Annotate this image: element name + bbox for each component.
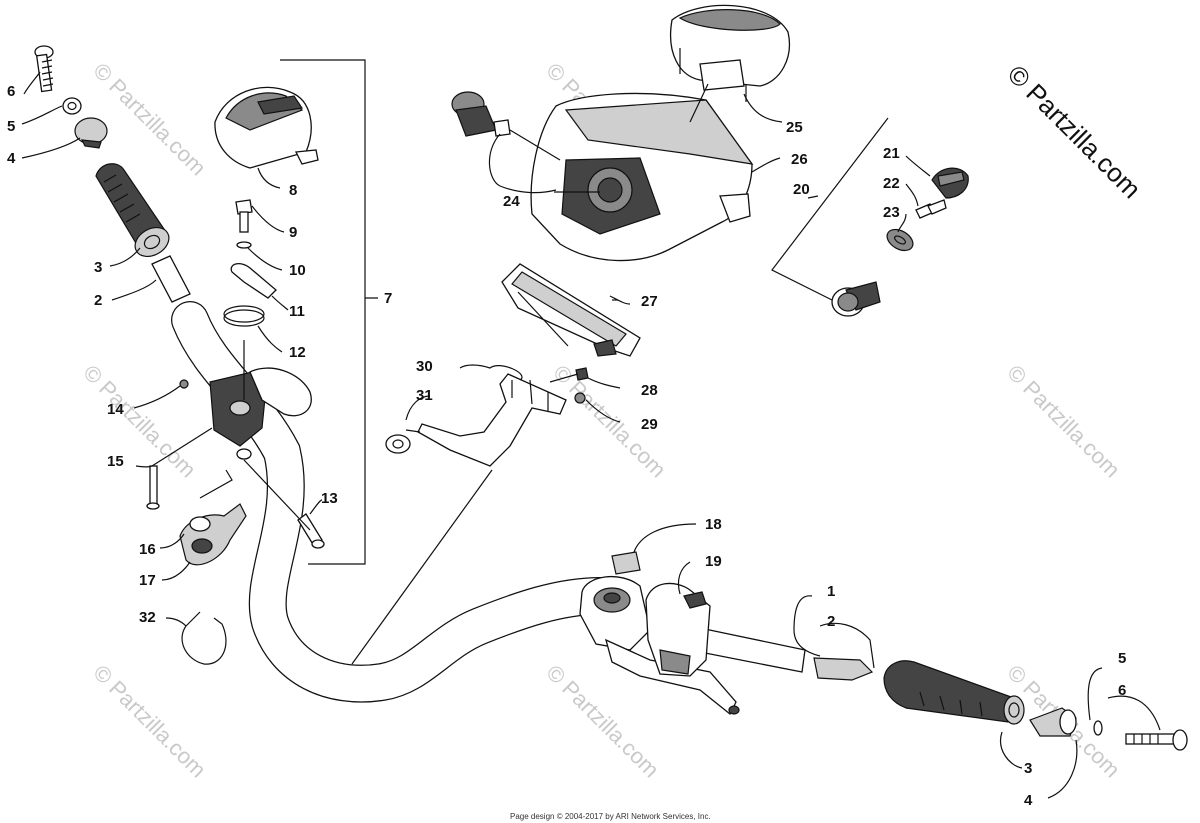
- callout-16: 16: [139, 541, 156, 558]
- callout-11: 11: [289, 303, 305, 320]
- callout-6: 6: [1118, 682, 1126, 699]
- housing-screw: [297, 513, 325, 549]
- assembly-bracket: [280, 59, 378, 565]
- callout-25: 25: [786, 119, 803, 136]
- callout-13: 13: [321, 490, 338, 507]
- callout-3: 3: [1024, 760, 1032, 777]
- callout-14: 14: [107, 401, 124, 418]
- callout-2: 2: [94, 292, 102, 309]
- callout-29: 29: [641, 416, 658, 433]
- callout-2: 2: [827, 613, 835, 630]
- leader-lines-right: [633, 523, 1161, 799]
- handlebar: [171, 301, 806, 703]
- callout-32: 32: [139, 609, 156, 626]
- callout-8: 8: [289, 182, 297, 199]
- callout-5: 5: [1118, 650, 1126, 667]
- callout-7: 7: [384, 290, 392, 307]
- watermark-text: © Partzilla.com: [1002, 360, 1125, 483]
- throttle-cover: [214, 86, 319, 169]
- callout-4: 4: [1024, 792, 1033, 809]
- ignition-switch: [831, 281, 881, 317]
- speedo-screw: [574, 392, 586, 404]
- throttle-screw: [179, 379, 189, 389]
- watermark-text: © Partzilla.com: [541, 660, 664, 783]
- grip-washer: [1093, 720, 1103, 736]
- left-grip-assembly: [34, 45, 191, 303]
- right-grip: [883, 660, 1025, 725]
- rubber-grommet: [385, 434, 411, 454]
- callout-24: 24: [503, 193, 520, 210]
- ignition-key: [915, 199, 947, 219]
- grip-end-bolt: [1125, 729, 1188, 751]
- speedometer-gauge: [670, 4, 790, 102]
- grip-end-bolt: [34, 45, 54, 93]
- callout-17: 17: [139, 572, 156, 589]
- throttle-clamp: [179, 503, 247, 566]
- watermark-text: © Partzilla.com: [88, 58, 211, 181]
- leader-lines-left: [21, 71, 323, 627]
- throttle-bolt: [235, 199, 253, 233]
- callout-18: 18: [705, 516, 722, 533]
- callout-27: 27: [641, 293, 658, 310]
- switch-housing: [645, 582, 711, 677]
- ignition-cap: [931, 167, 969, 199]
- throttle-washer: [236, 241, 252, 249]
- grip-end-cap: [1029, 707, 1077, 737]
- callout-labels: 6 5 4 3 2 8 9 10 11 12 7 14 15 13 16 17 …: [7, 83, 1126, 809]
- grip-sleeve: [813, 657, 874, 681]
- callout-6: 6: [7, 83, 15, 100]
- callout-31: 31: [416, 387, 433, 404]
- page-footer: Page design © 2004-2017 by ARI Network S…: [510, 812, 711, 821]
- callout-15: 15: [107, 453, 124, 470]
- callout-10: 10: [289, 262, 306, 279]
- left-grip: [95, 163, 170, 258]
- callout-1: 1: [827, 583, 835, 600]
- speedometer-assembly: [385, 4, 790, 467]
- throttle-mount-screw: [146, 465, 160, 510]
- callout-26: 26: [791, 151, 808, 168]
- band-clamp: [181, 611, 227, 665]
- instrument-pod: [530, 92, 754, 262]
- throttle-spring: [223, 309, 265, 327]
- callout-21: 21: [883, 145, 900, 162]
- brand-watermark: © Partzilla.com: [1002, 59, 1147, 204]
- callout-5: 5: [7, 118, 15, 135]
- ignition-bracket: [771, 117, 889, 305]
- callout-9: 9: [289, 224, 297, 241]
- throttle-assembly: [146, 86, 325, 665]
- callout-23: 23: [883, 204, 900, 221]
- callout-19: 19: [705, 553, 722, 570]
- right-controls-assembly: [579, 551, 1188, 751]
- callout-20: 20: [793, 181, 810, 198]
- grip-end-cap: [74, 117, 108, 149]
- callout-12: 12: [289, 344, 306, 361]
- watermark-text: © Partzilla.com: [78, 360, 201, 483]
- callout-4: 4: [7, 150, 16, 167]
- callout-3: 3: [94, 259, 102, 276]
- ignition-nut: [886, 228, 914, 252]
- brake-master-cylinder: [579, 576, 740, 716]
- throttle-housing: [209, 367, 312, 460]
- ignition-switch-assembly: [771, 117, 969, 317]
- mounting-bracket: [417, 373, 567, 467]
- leader-lines-center: [351, 83, 783, 665]
- grip-sleeve: [151, 255, 191, 303]
- watermark-text: © Partzilla.com: [88, 660, 211, 783]
- gauge-bezel: [501, 263, 641, 357]
- grip-washer: [62, 97, 82, 115]
- callout-22: 22: [883, 175, 900, 192]
- power-socket: [451, 91, 511, 137]
- warning-label: [611, 551, 641, 575]
- callout-30: 30: [416, 358, 433, 375]
- throttle-lever: [230, 262, 277, 299]
- callout-28: 28: [641, 382, 658, 399]
